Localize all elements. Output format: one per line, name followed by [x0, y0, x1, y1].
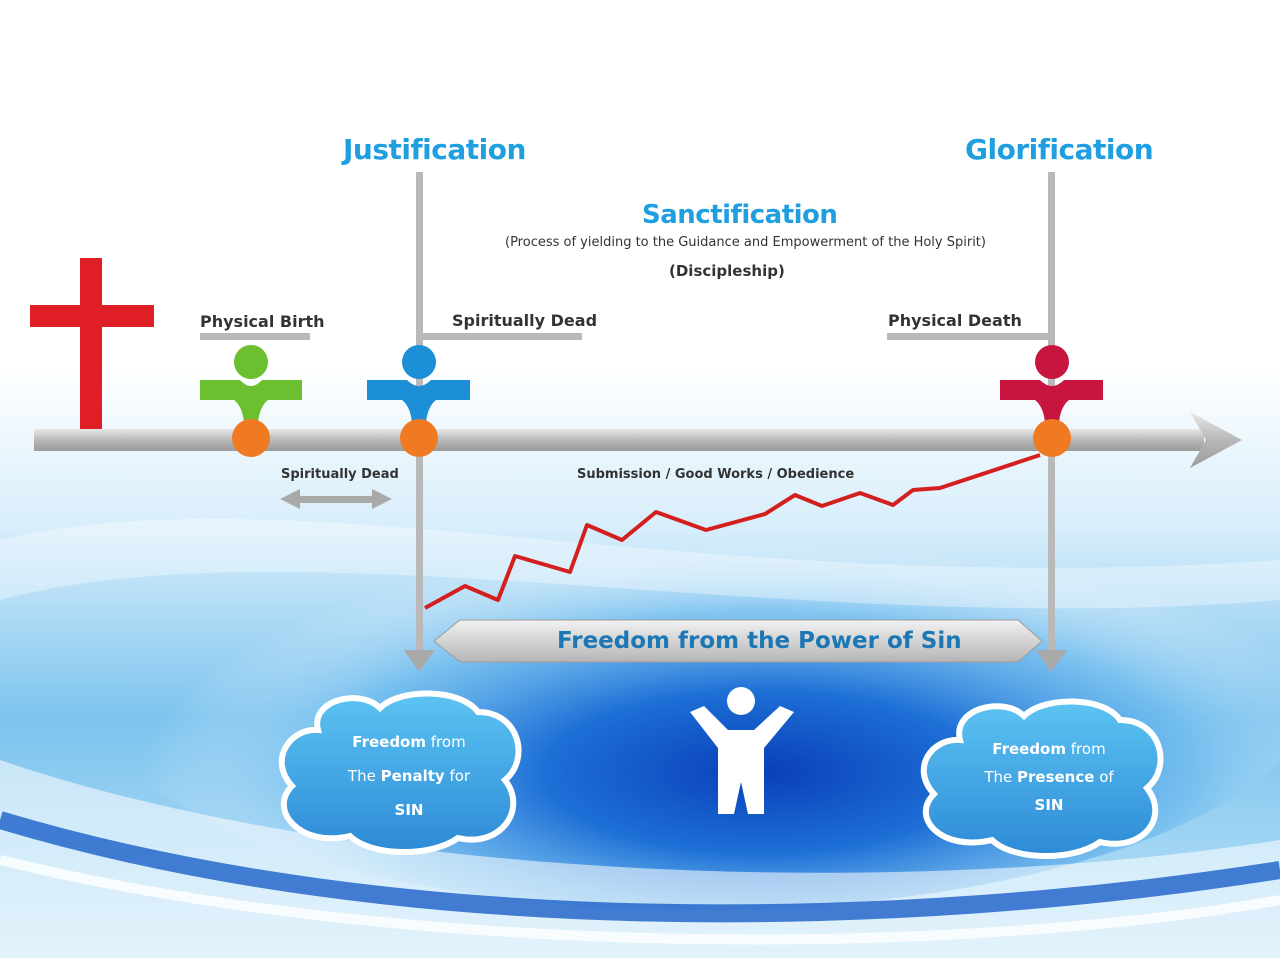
cloud-left-word: The [347, 767, 376, 785]
cloud-right-text: Freedom from The Presence of SIN [940, 735, 1158, 819]
person-green-icon [200, 345, 302, 457]
power-banner [433, 619, 1043, 663]
person-red-icon [1000, 345, 1103, 457]
spiritually-dead-label: Spiritually Dead [452, 311, 598, 330]
cloud-right-word: SIN [1034, 796, 1064, 814]
cloud-left-word: Penalty [380, 767, 445, 785]
cloud-right-word: The [984, 768, 1013, 786]
cross-icon [30, 258, 154, 430]
cloud-left-word: from [430, 733, 466, 751]
background-wave [0, 518, 1280, 609]
double-arrow-icon [280, 489, 392, 509]
cloud-right [920, 698, 1164, 859]
cloud-right-word: from [1070, 740, 1106, 758]
power-banner-text: Freedom from the Power of Sin [557, 628, 962, 654]
physical-birth-label: Physical Birth [200, 312, 325, 331]
cloud-right-word: of [1099, 768, 1114, 786]
cloud-left-text: Freedom from The Penalty for SIN [300, 725, 518, 827]
person-white-icon [690, 687, 794, 814]
cloud-left-word: for [449, 767, 471, 785]
physical-death-label: Physical Death [888, 311, 1022, 330]
cloud-left-word: SIN [394, 801, 424, 819]
cloud-left-word: Freedom [352, 733, 426, 751]
discipleship-note: (Discipleship) [669, 262, 785, 280]
physical-birth-underline [200, 333, 310, 340]
justification-title: Justification [343, 133, 526, 166]
progress-label: Submission / Good Works / Obedience [577, 467, 855, 482]
background-wave [0, 811, 1280, 923]
cloud-right-word: Presence [1017, 768, 1095, 786]
cloud-left [278, 690, 522, 855]
physical-death-underline [887, 333, 1051, 340]
cloud-right-word: Freedom [992, 740, 1066, 758]
glorification-title: Glorification [965, 133, 1154, 166]
timeline-arrow [34, 412, 1242, 468]
person-blue-icon [367, 345, 470, 457]
spiritually-dead-underline [419, 333, 582, 340]
growth-line [424, 453, 1041, 610]
sanctification-subtitle: (Process of yielding to the Guidance and… [505, 235, 986, 250]
sanctification-title: Sanctification [642, 200, 838, 230]
background-wave [0, 855, 1280, 945]
spiritually-dead-range-label: Spiritually Dead [281, 467, 399, 482]
